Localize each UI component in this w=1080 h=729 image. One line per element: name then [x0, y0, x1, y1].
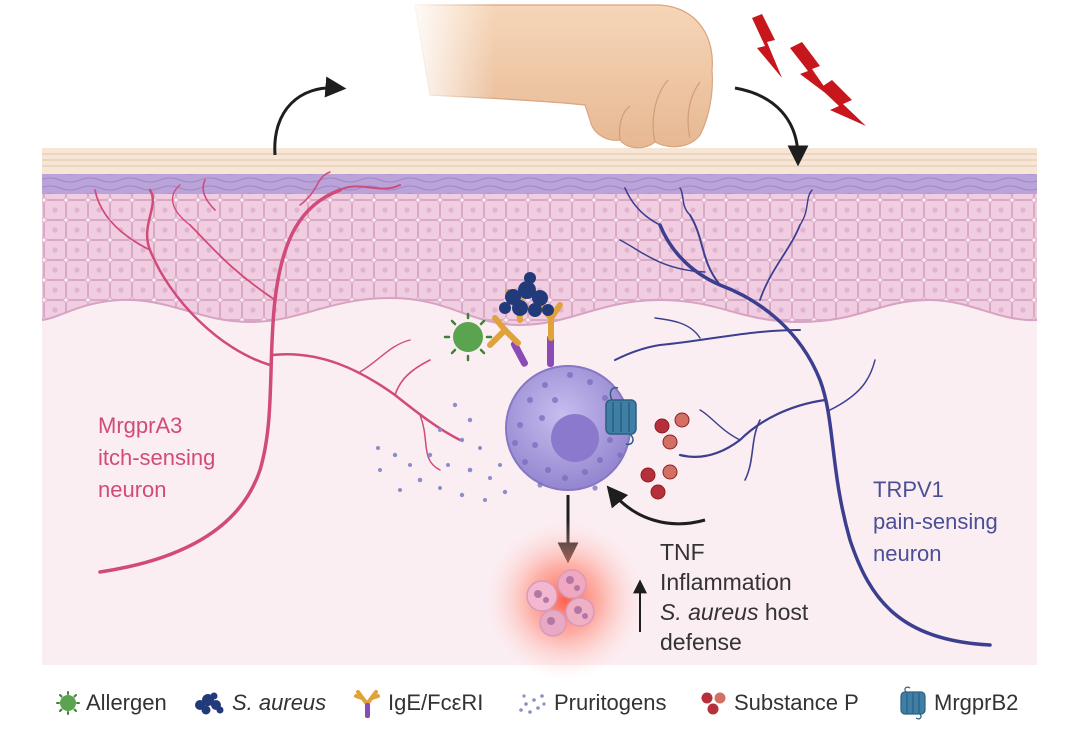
outcome-inflammation: Inflammation — [660, 569, 792, 595]
substance-p-icon — [701, 692, 726, 715]
itch-neuron-label-line: neuron — [98, 477, 167, 502]
itch-neuron-label-line: MrgprA3 — [98, 413, 183, 438]
stratum-corneum — [42, 148, 1037, 174]
outcome-host: host — [758, 599, 809, 625]
legend-label: MrgprB2 — [934, 690, 1019, 715]
substance-p — [640, 412, 690, 500]
allergen-icon — [56, 691, 80, 715]
legend: Allergen S. aureus IgE/FcεRI Pruri — [0, 680, 1080, 720]
pruritogens — [376, 402, 508, 502]
pain-neuron-label-line: neuron — [873, 541, 942, 566]
pain-neuron-label-line: TRPV1 — [873, 477, 944, 502]
legend-item-pruritogens: Pruritogens — [516, 688, 667, 718]
neuron-to-mastcell-arrow — [606, 485, 706, 526]
outcome-species: S. aureus — [660, 599, 759, 625]
legend-label: Allergen — [86, 690, 167, 715]
outcome-host-defense: S. aureus host — [660, 597, 808, 627]
legend-item-mrgprb2: MrgprB2 — [898, 686, 1019, 720]
s-aureus-icon — [195, 692, 224, 715]
mast-cell-nucleus — [551, 414, 599, 462]
legend-item-ige-fceri: IgE/FcεRI — [352, 688, 483, 718]
pruritogens-icon — [519, 694, 546, 714]
mrgprb2-icon — [900, 686, 926, 720]
basement-membrane — [41, 296, 1038, 327]
itch-neuron-label-line: itch-sensing — [98, 445, 216, 470]
ige-receptor-icon — [354, 690, 380, 718]
scratching-hand — [405, 0, 713, 149]
epidermis — [42, 192, 1037, 325]
pain-neuron-label-line: pain-sensing — [873, 509, 998, 534]
pain-sensing-neuron — [614, 187, 992, 647]
scratch-arrow-right — [734, 86, 809, 167]
legend-item-allergen: Allergen — [56, 688, 167, 718]
outcome-label: TNF Inflammation S. aureus host defense — [660, 537, 808, 657]
legend-item-substance-p: Substance P — [700, 688, 859, 718]
mrgprb2-receptor — [605, 386, 637, 446]
allergen — [443, 312, 493, 362]
outcome-tnf: TNF — [660, 539, 705, 565]
legend-label: Substance P — [734, 690, 859, 715]
itch-neuron-label: MrgprA3 itch-sensing neuron — [98, 410, 215, 506]
scratch-arrow-left — [273, 76, 347, 156]
outcome-defense: defense — [660, 629, 742, 655]
mast-cell — [505, 365, 631, 491]
inflammation-site — [485, 520, 645, 680]
pain-neuron-label: TRPV1 pain-sensing neuron — [873, 474, 998, 570]
pain-lightning-icons — [752, 14, 866, 126]
legend-label: IgE/FcεRI — [388, 690, 484, 715]
legend-label: S. aureus — [232, 690, 327, 715]
itch-sensing-neuron — [94, 171, 462, 574]
s-aureus-cluster — [499, 272, 554, 317]
legend-label: Pruritogens — [554, 690, 667, 715]
legend-item-s-aureus: S. aureus — [192, 688, 326, 718]
